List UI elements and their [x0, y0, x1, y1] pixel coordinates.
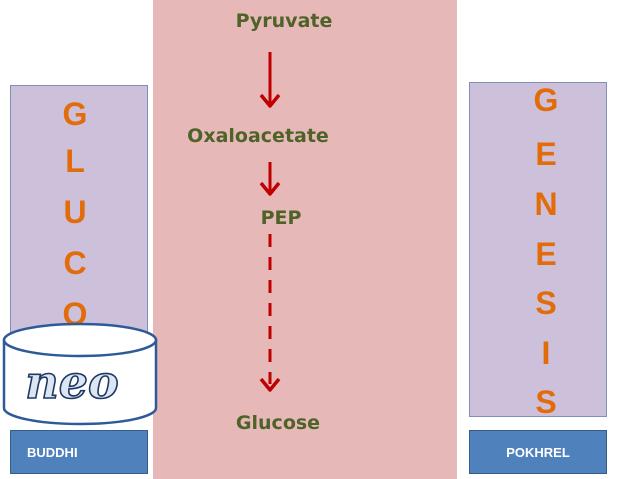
neo-text: neo — [25, 355, 118, 409]
genesis-letter: S — [535, 285, 557, 321]
arrow-pep-to-glucose — [259, 234, 281, 392]
author-last-name-label: POKHREL — [469, 430, 607, 474]
genesis-letter: N — [534, 186, 558, 222]
step-oxaloacetate: Oxaloacetate — [187, 125, 329, 147]
genesis-letter: I — [541, 335, 551, 371]
genesis-box: G E N E S I S — [469, 82, 607, 420]
step-pep: PEP — [260, 207, 302, 229]
gluco-box: G L U C O — [10, 85, 148, 360]
arrow-pyruvate-to-oxaloacetate — [259, 52, 281, 108]
author-first-name-label: BUDDHI — [10, 430, 148, 474]
gluco-letter: G — [62, 96, 88, 132]
genesis-letter: E — [535, 136, 557, 172]
gluco-letter: C — [63, 245, 87, 281]
genesis-letter: E — [535, 236, 557, 272]
arrow-oxaloacetate-to-pep — [259, 162, 281, 196]
pathway-panel — [153, 0, 457, 479]
gluco-letter: L — [65, 143, 85, 179]
genesis-letter: S — [535, 384, 557, 420]
step-pyruvate: Pyruvate — [235, 10, 333, 32]
neo-cylinder: neo — [2, 322, 158, 426]
step-glucose: Glucose — [235, 412, 321, 434]
gluco-letter: U — [63, 194, 87, 230]
genesis-letter: G — [533, 82, 559, 118]
